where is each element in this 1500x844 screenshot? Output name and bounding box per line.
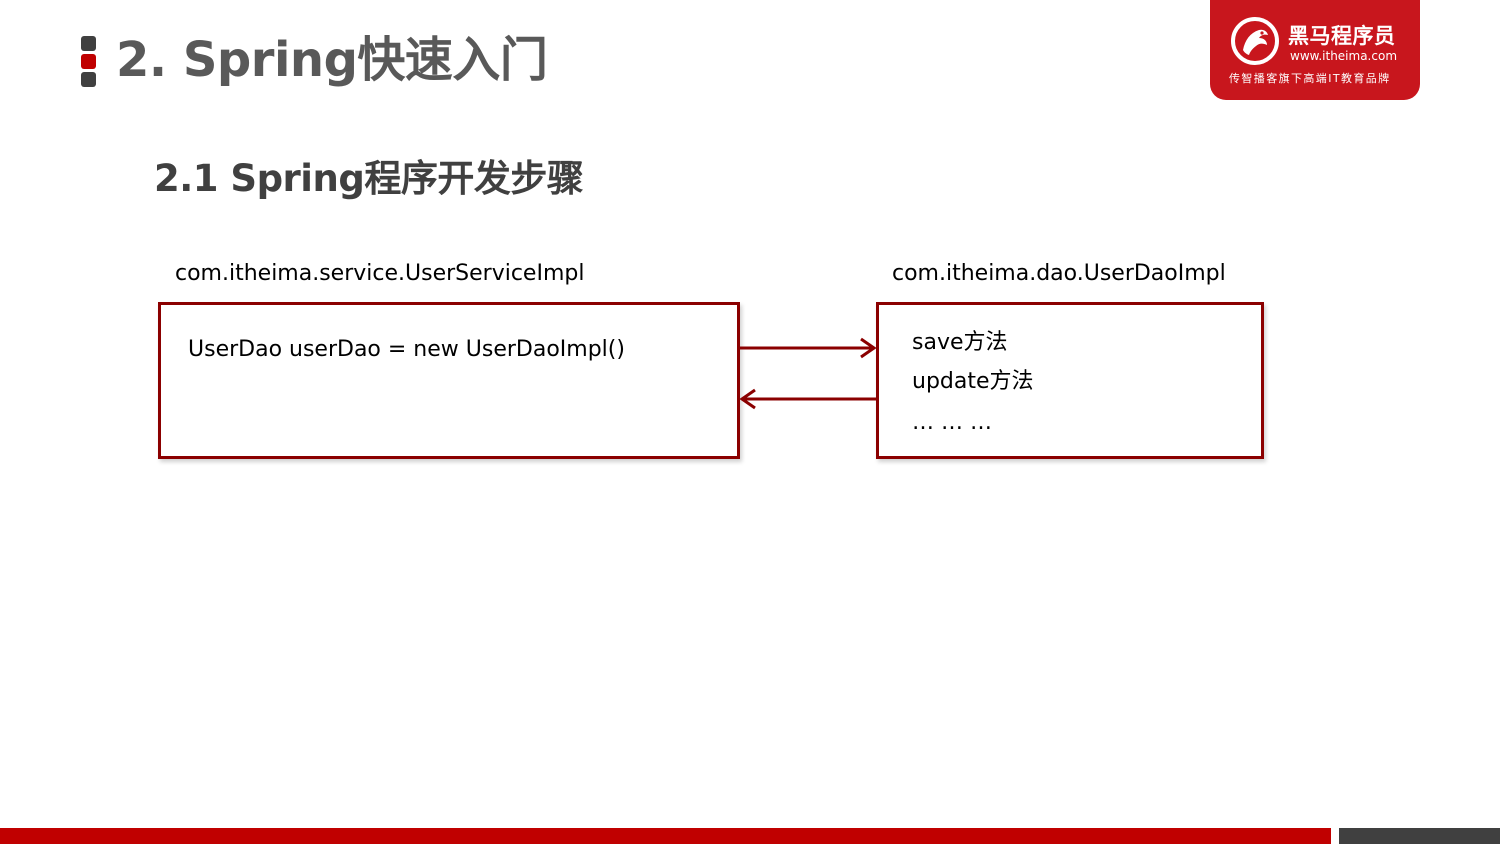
footer-red-bar	[0, 828, 1331, 844]
user-service-box: UserDao userDao = new UserDaoImpl()	[158, 302, 740, 459]
page-title: 2. Spring快速入门	[116, 32, 548, 88]
right-box-line-1: save方法	[912, 330, 1008, 355]
footer-dark-bar	[1339, 828, 1500, 844]
brand-logo: 黑马程序员 www.itheima.com 传智播客旗下高端IT教育品牌	[1210, 0, 1420, 100]
right-box-line-2: update方法	[912, 369, 1034, 394]
right-box-line-3: … … …	[912, 410, 992, 435]
left-class-label: com.itheima.service.UserServiceImpl	[175, 261, 585, 286]
brand-name: 黑马程序员	[1288, 24, 1396, 48]
brand-url: www.itheima.com	[1290, 49, 1398, 63]
title-marker-icon	[81, 36, 97, 89]
left-box-line-1: UserDao userDao = new UserDaoImpl()	[188, 337, 625, 362]
right-class-label: com.itheima.dao.UserDaoImpl	[892, 261, 1226, 286]
arrow-left-icon	[739, 388, 879, 410]
brand-slogan: 传智播客旗下高端IT教育品牌	[1229, 72, 1391, 85]
section-title: 2.1 Spring程序开发步骤	[154, 157, 584, 200]
arrow-right-icon	[739, 337, 877, 359]
dependency-arrows	[739, 337, 879, 410]
horse-emblem-icon	[1231, 17, 1279, 65]
user-dao-box: save方法 update方法 … … …	[876, 302, 1264, 459]
